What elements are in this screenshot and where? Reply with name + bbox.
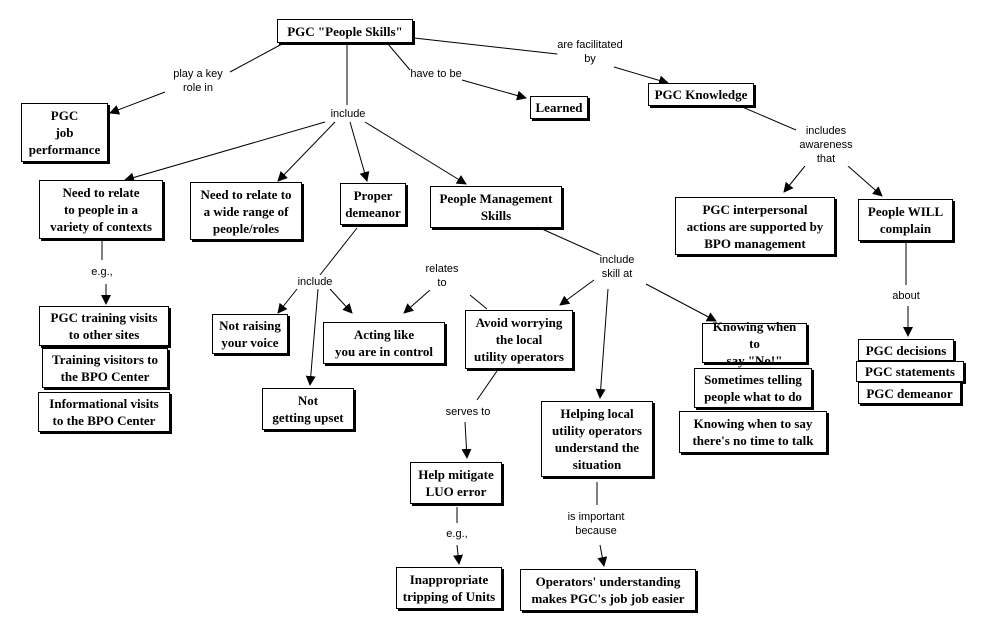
node-proper-demeanor[interactable]: Proper demeanor xyxy=(340,183,406,225)
node-inappropriate-tripping[interactable]: Inappropriate tripping of Units xyxy=(396,567,502,609)
node-interpersonal-supported[interactable]: PGC interpersonal actions are supported … xyxy=(675,197,835,255)
link-label-includes-awareness: includes awareness that xyxy=(799,124,853,166)
node-learned[interactable]: Learned xyxy=(530,96,588,119)
link-label-about: about xyxy=(892,289,920,303)
node-people-management[interactable]: People Management Skills xyxy=(430,186,562,228)
link-label-eg-2: e.g., xyxy=(446,527,468,541)
link-label-include: include xyxy=(330,107,366,121)
node-no-time-talk[interactable]: Knowing when to say there's no time to t… xyxy=(679,411,827,453)
node-relate-contexts[interactable]: Need to relate to people in a variety of… xyxy=(39,180,163,239)
node-pgc-demeanor[interactable]: PGC demeanor xyxy=(858,382,961,404)
node-not-upset[interactable]: Not getting upset xyxy=(262,388,354,430)
link-label-serves-to: serves to xyxy=(445,405,491,419)
node-pgc-statements[interactable]: PGC statements xyxy=(856,361,964,382)
node-operators-understanding[interactable]: Operators' understanding makes PGC's job… xyxy=(520,569,696,611)
node-job-performance[interactable]: PGC job performance xyxy=(21,103,108,162)
link-label-important-because: is important because xyxy=(567,510,625,538)
node-helping-understand[interactable]: Helping local utility operators understa… xyxy=(541,401,653,477)
node-will-complain[interactable]: People WILL complain xyxy=(858,199,953,241)
link-label-relates-to: relates to xyxy=(425,262,459,290)
node-sometimes-telling[interactable]: Sometimes telling people what to do xyxy=(694,368,812,408)
link-label-have-to-be: have to be xyxy=(410,67,462,81)
node-people-skills[interactable]: PGC "People Skills" xyxy=(277,19,413,43)
node-mitigate-luo[interactable]: Help mitigate LUO error xyxy=(410,462,502,504)
node-pgc-decisions[interactable]: PGC decisions xyxy=(858,339,954,361)
node-not-raising-voice[interactable]: Not raising your voice xyxy=(212,314,288,354)
link-label-facilitated-by: are facilitated by xyxy=(557,38,623,66)
node-pgc-knowledge[interactable]: PGC Knowledge xyxy=(648,83,754,106)
link-label-include-skill: include skill at xyxy=(599,253,635,281)
node-knowing-no[interactable]: Knowing when to say "No!" xyxy=(702,319,807,368)
node-training-other-sites[interactable]: PGC training visits to other sites xyxy=(39,306,169,346)
node-relate-roles[interactable]: Need to relate to a wide range of people… xyxy=(190,182,302,240)
node-acting-control[interactable]: Acting like you are in control xyxy=(323,322,445,364)
link-label-eg-1: e.g., xyxy=(91,265,113,279)
link-label-play-key-role: play a key role in xyxy=(173,67,223,95)
node-informational-visits[interactable]: Informational visits to the BPO Center xyxy=(38,392,170,432)
node-training-visitors[interactable]: Training visitors to the BPO Center xyxy=(42,348,168,388)
link-label-include-2: include xyxy=(297,275,333,289)
node-avoid-worrying[interactable]: Avoid worrying the local utility operato… xyxy=(465,310,573,369)
